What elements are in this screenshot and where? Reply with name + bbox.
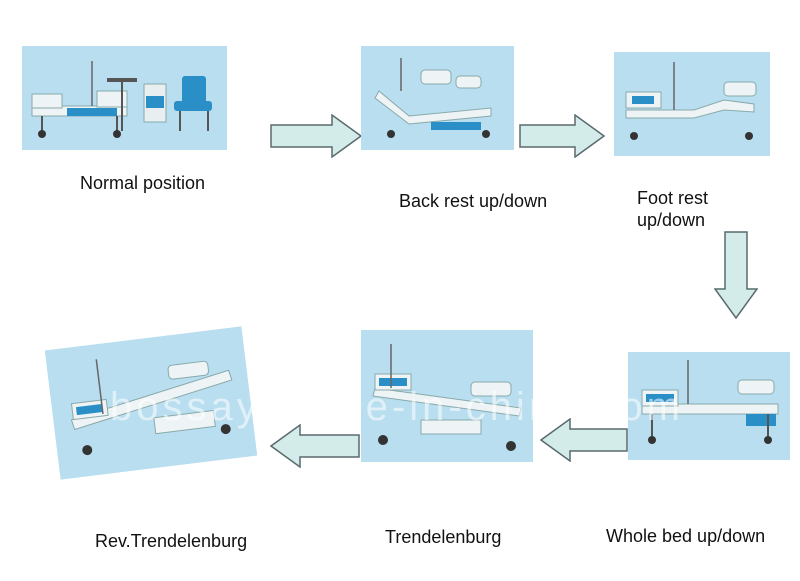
hospital-bed-icon	[361, 330, 533, 462]
hospital-bed-icon	[22, 46, 227, 150]
caption-foot-rest-line2: up/down	[637, 210, 706, 230]
rev-trendelenburg-image	[44, 326, 258, 480]
hospital-bed-icon	[361, 46, 514, 150]
arrow-right-icon	[519, 114, 605, 158]
arrow-left-icon	[270, 424, 360, 468]
arrow-left-icon	[540, 418, 628, 462]
foot-rest-image	[614, 52, 770, 156]
normal-position-image	[22, 46, 227, 150]
caption-rev-trendelenburg: Rev.Trendelenburg	[95, 531, 248, 551]
whole-bed-image	[628, 352, 790, 460]
watermark: bossay made-in-china.com	[110, 385, 684, 429]
caption-normal-position: Normal position	[80, 173, 206, 193]
arrow-down-icon	[714, 231, 758, 319]
caption-whole-bed: Whole bed up/down	[606, 526, 766, 546]
caption-trendelenburg: Trendelenburg	[385, 527, 502, 547]
caption-foot-rest-line1: Foot rest	[637, 188, 709, 208]
caption-back-rest: Back rest up/down	[399, 191, 548, 211]
arrow-right-icon	[270, 114, 362, 158]
trendelenburg-image	[361, 330, 533, 462]
hospital-bed-icon	[628, 352, 790, 460]
hospital-bed-icon	[44, 326, 258, 480]
caption-foot-rest: Foot rest up/down	[637, 187, 708, 231]
hospital-bed-icon	[614, 52, 770, 156]
back-rest-image	[361, 46, 514, 150]
